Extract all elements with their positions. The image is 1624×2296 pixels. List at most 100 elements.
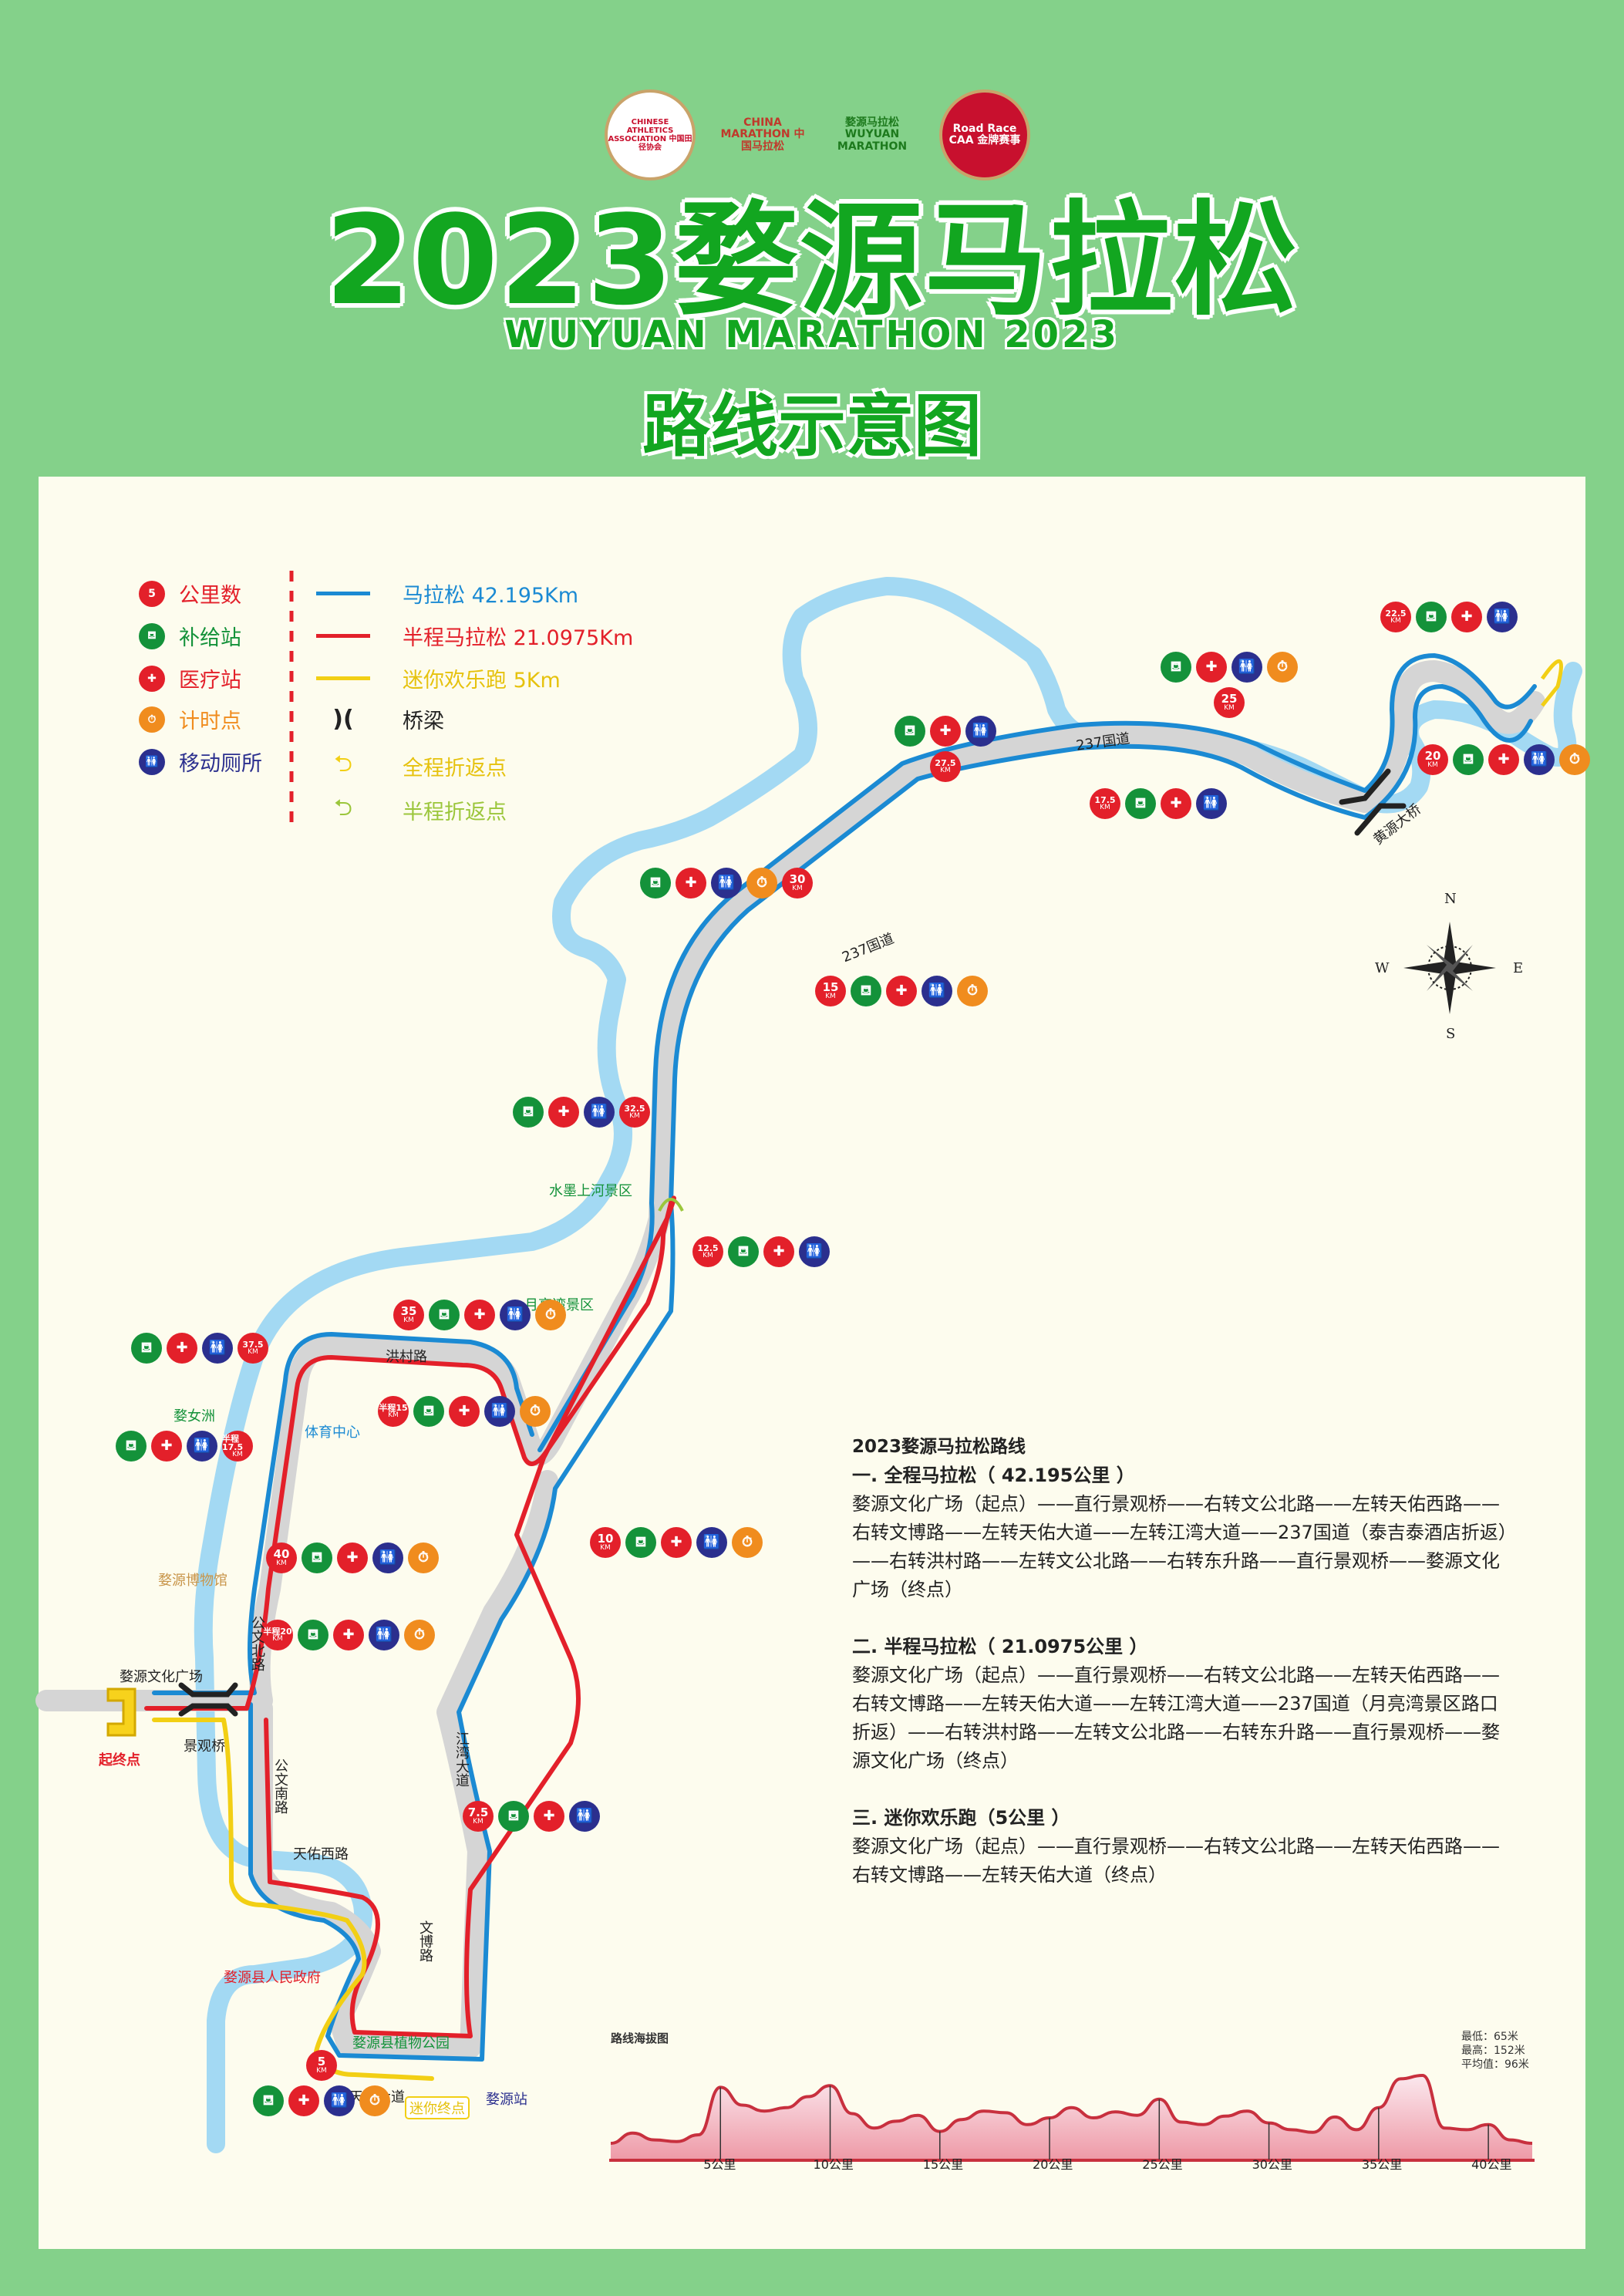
medical-station-icon: ✚ [139,665,165,692]
elevation-tick-label: 15公里 [922,2157,964,2172]
supply-station-icon: ⛾ [640,868,671,899]
supply-station-icon: ⛾ [413,1396,444,1427]
supply-station-icon: ⛾ [429,1300,460,1330]
chinese-athletics-association-logo: CHINESE ATHLETICS ASSOCIATION 中国田径协会 [605,89,696,180]
supply-station-icon: ⛾ [1125,788,1156,819]
place-mini-finish: 迷你终点 [405,2096,470,2119]
timing-point-icon: ⏱ [957,976,988,1006]
mobile-toilet-icon: 🚻 [922,976,952,1006]
river [194,577,1582,2153]
km-marker-icon: 5 [139,580,165,607]
map-title: 路线示意图 [642,386,982,466]
mobile-toilet-icon: 🚻 [1524,744,1555,775]
compass-n: N [1444,891,1457,907]
legend-item-half: 半程马拉松 21.0975Km [316,621,633,651]
mobile-toilet-icon: 🚻 [569,1801,600,1832]
marathon-route-line [152,653,1537,1695]
supply-station-icon: ⛾ [625,1527,656,1558]
page-subtitle: WUYUAN MARATHON 2023 [504,313,1120,356]
full-marathon-title: 一. 全程马拉松（ 42.195公里 ） [852,1465,1135,1486]
medical-station-icon: ✚ [449,1396,480,1427]
place-culture-square: 婺源文化广场 [120,1669,203,1685]
timing-point-icon: ⏱ [520,1396,551,1427]
mobile-toilet-icon: 🚻 [139,748,165,775]
china-marathon-logo: CHINA MARATHON 中国马拉松 [720,116,805,153]
medical-station-icon: ✚ [930,716,961,747]
supply-station-icon: ⛾ [895,716,925,747]
timing-point-icon: ⏱ [732,1527,763,1558]
mobile-toilet-icon: 🚻 [369,1620,399,1650]
road-label: 江湾大道 [453,1731,470,1787]
supply-station-icon: ⛾ [1453,744,1484,775]
place-wunvzhou: 婺女洲 [174,1408,215,1424]
legend-item-timing: ⏱计时点 [139,704,241,734]
supply-station-icon: ⛾ [1416,602,1447,632]
mobile-toilet-icon: 🚻 [1487,602,1518,632]
timing-point-icon: ⏱ [535,1300,566,1330]
medical-station-icon: ✚ [1161,788,1191,819]
road-label: 天佑西路 [293,1846,349,1863]
supply-station-icon: ⛾ [513,1097,544,1128]
place-botanical-park: 婺源县植物公园 [352,2035,450,2052]
route-description-heading: 2023婺源马拉松路线 [852,1437,1026,1457]
timing-point-icon: ⏱ [1267,652,1298,683]
mobile-toilet-icon: 🚻 [965,716,996,747]
legend-item-bridge: )(桥梁 [316,704,444,734]
half-turnaround-icon [658,1198,684,1212]
elevation-profile [609,2073,1535,2162]
medical-station-icon: ✚ [676,868,706,899]
page-title: 2023婺源马拉松 [325,188,1299,332]
road-label: 公文北路 [249,1616,265,1671]
elevation-title: 路线海拔图 [611,2031,669,2045]
medical-station-icon: ✚ [167,1333,197,1364]
timing-point-icon: ⏱ [1559,744,1590,775]
timing-point-icon: ⏱ [139,706,165,733]
medical-station-icon: ✚ [886,976,917,1006]
place-shuimo-scenic: 水墨上河景区 [549,1183,632,1199]
compass-s: S [1446,1026,1456,1042]
legend-item-marathon: 马拉松 42.195Km [316,578,578,609]
medical-station-icon: ✚ [763,1236,794,1267]
half-turnaround-icon: ⮌ [333,794,353,821]
supply-station-icon: ⛾ [728,1236,759,1267]
medical-station-icon: ✚ [1488,744,1519,775]
elevation-tick-label: 35公里 [1361,2157,1403,2172]
medical-station-icon: ✚ [1196,652,1227,683]
mobile-toilet-icon: 🚻 [711,868,742,899]
road-base-south [251,1470,558,2058]
full-marathon-route: 婺源文化广场（起点）——直行景观桥——右转文公北路——左转天佑西路——右转文博路… [852,1493,1508,1600]
elevation-tick-label: 5公里 [703,2157,736,2172]
medical-station-icon: ✚ [464,1300,495,1330]
supply-station-icon: ⛾ [302,1542,332,1573]
mobile-toilet-icon: 🚻 [372,1542,403,1573]
timing-point-icon: ⏱ [408,1542,439,1573]
blue-line-icon [316,592,370,595]
road-label: 文博路 [417,1920,433,1962]
red-line-icon [316,634,370,638]
medical-station-icon: ✚ [151,1431,182,1462]
elevation-tick-label: 40公里 [1471,2157,1512,2172]
route-description: 2023婺源马拉松路线 一. 全程马拉松（ 42.195公里 ） 婺源文化广场（… [852,1433,1515,1918]
supply-station-icon: ⛾ [116,1431,147,1462]
